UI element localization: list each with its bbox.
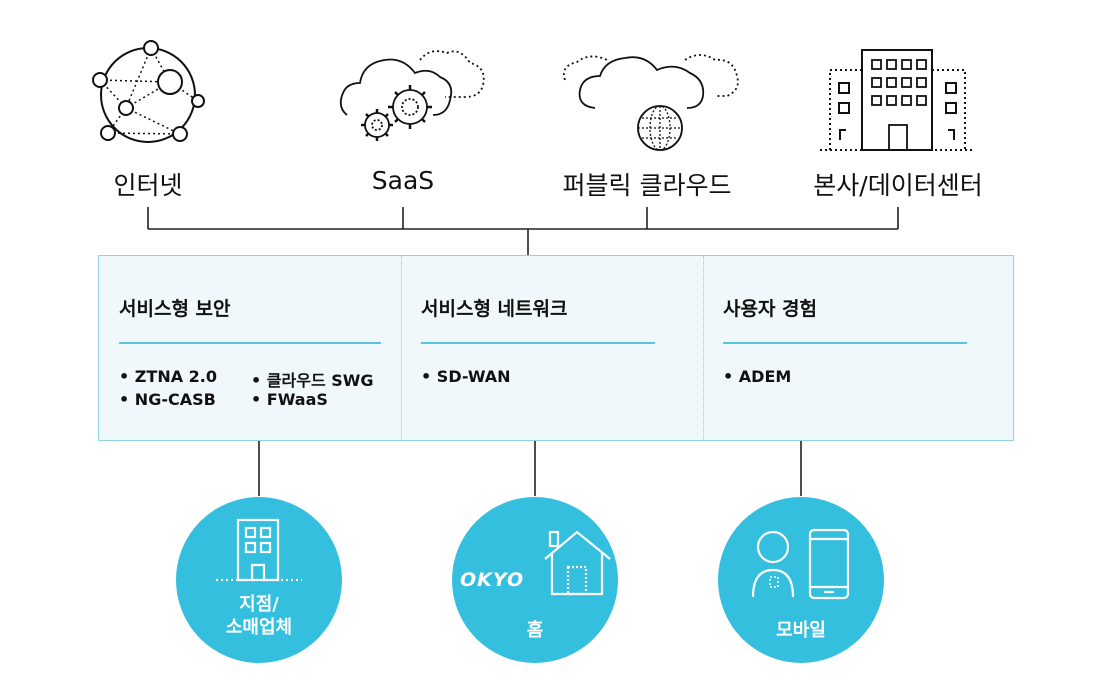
bullet-item: • ADEM — [723, 367, 792, 386]
top-label-public-cloud: 퍼블릭 클라우드 — [562, 171, 732, 200]
branch-building-icon — [216, 518, 302, 582]
top-label-saas: SaaS — [371, 166, 435, 195]
bullet-item: • ZTNA 2.0 — [119, 367, 217, 386]
branch-retail-node: 지점/ 소매업체 — [176, 497, 342, 663]
bullet-item: • SD-WAN — [421, 367, 511, 386]
cloud-globe-icon — [562, 54, 739, 151]
section-title: 서비스형 네트워크 — [421, 298, 568, 320]
section-security: 서비스형 보안 • ZTNA 2.0 • 클라우드 SWG • NG-CASB … — [99, 256, 401, 440]
okyo-brand-logo: OKYO — [460, 569, 525, 591]
home-node: OKYO 홈 — [452, 497, 618, 663]
section-title: 사용자 경험 — [723, 298, 818, 320]
section-rule — [119, 342, 381, 344]
home-label: 홈 — [526, 620, 544, 641]
network-globe-icon — [92, 40, 205, 143]
section-user-experience: 사용자 경험 • ADEM — [703, 256, 1015, 440]
section-divider — [401, 256, 402, 440]
bullet-item: • 클라우드 SWG — [251, 371, 374, 390]
section-title: 서비스형 보안 — [119, 298, 231, 320]
top-label-internet: 인터넷 — [113, 171, 183, 200]
services-panel: 서비스형 보안 • ZTNA 2.0 • 클라우드 SWG • NG-CASB … — [98, 255, 1014, 441]
section-rule — [421, 342, 655, 344]
section-network: 서비스형 네트워크 • SD-WAN — [401, 256, 703, 440]
bullet-item: • FWaaS — [251, 390, 328, 409]
house-icon — [544, 530, 611, 596]
office-building-icon — [820, 49, 975, 151]
mobile-node: 모바일 — [718, 497, 884, 663]
branch-label-line1: 지점/ — [239, 594, 279, 615]
mobile-label: 모바일 — [776, 620, 826, 641]
bullet-item: • NG-CASB — [119, 390, 216, 409]
section-divider — [703, 256, 704, 440]
branch-label-line2: 소매업체 — [225, 617, 293, 638]
mobile-user-icon — [751, 528, 850, 600]
top-label-hq-datacenter: 본사/데이터센터 — [813, 171, 983, 200]
section-rule — [723, 342, 967, 344]
cloud-gears-icon — [339, 50, 485, 141]
